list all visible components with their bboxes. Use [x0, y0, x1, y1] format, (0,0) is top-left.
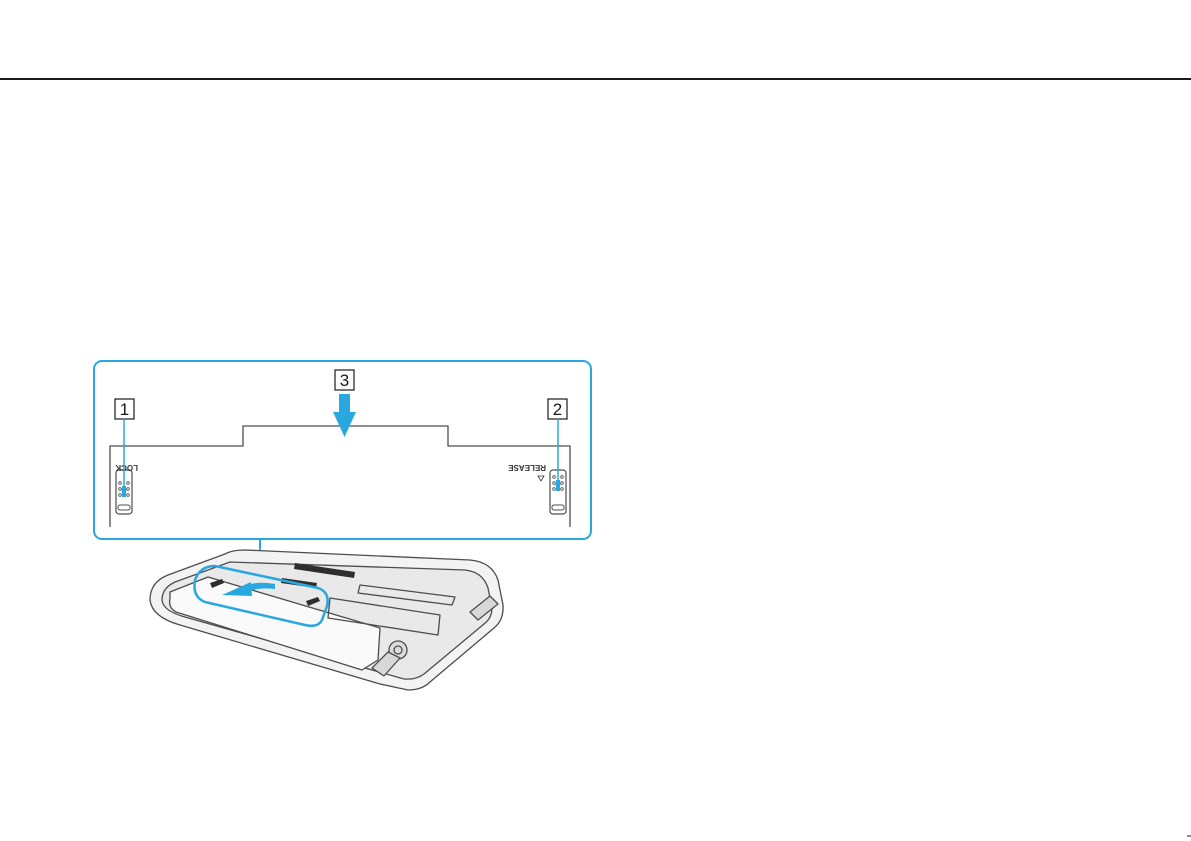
insert-down-arrow-icon — [333, 394, 356, 437]
laptop-underside — [150, 550, 503, 690]
callout-2-number: 2 — [553, 400, 562, 419]
lock-label: LOCK — [115, 463, 138, 472]
callout-3-number: 3 — [340, 371, 349, 390]
release-triangle-icon — [538, 476, 544, 481]
callout-1-number: 1 — [120, 400, 129, 419]
callout-3: 3 — [335, 370, 354, 390]
release-label: RELEASE — [508, 463, 546, 472]
battery-outline — [110, 426, 570, 527]
